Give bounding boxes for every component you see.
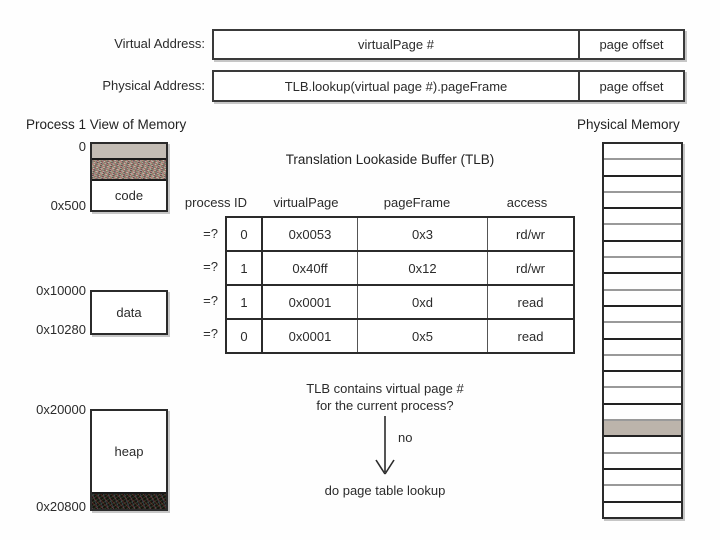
virtual-address-box: virtualPage # page offset bbox=[212, 29, 685, 60]
physical-address-label: Physical Address: bbox=[102, 78, 205, 93]
physical-memory-cell bbox=[604, 144, 681, 159]
tlb-cell-page-frame: 0x3 bbox=[358, 218, 488, 250]
tlb-cell-access: read bbox=[517, 294, 544, 310]
tlb-table-row: 0 0x0001 0x5 read bbox=[227, 318, 573, 352]
code-texture-segment bbox=[92, 158, 166, 181]
physical-memory-cell bbox=[604, 239, 681, 257]
physical-memory-cell bbox=[604, 370, 681, 387]
code-top-address: 0 bbox=[78, 139, 86, 154]
physical-memory-cell bbox=[604, 190, 681, 208]
physical-memory-cell bbox=[604, 223, 681, 240]
physical-memory-cell bbox=[604, 500, 681, 517]
tlb-title: Translation Lookaside Buffer (TLB) bbox=[285, 152, 495, 167]
heap-segment-label: heap bbox=[114, 444, 144, 459]
physical-address-box: TLB.lookup(virtual page #).pageFrame pag… bbox=[212, 70, 685, 102]
code-memory-box: code bbox=[90, 142, 168, 212]
physical-memory-cell bbox=[604, 288, 681, 305]
data-memory-box: data bbox=[90, 290, 168, 335]
tlb-header-virtual-page: virtualPage bbox=[273, 195, 339, 210]
physical-memory-cell bbox=[604, 467, 681, 485]
data-segment-label: data bbox=[116, 305, 142, 320]
down-arrow-icon bbox=[375, 416, 395, 475]
tlb-header-access: access bbox=[506, 195, 548, 210]
tlb-header-process-id: process ID bbox=[184, 195, 248, 210]
flow-action-label: do page table lookup bbox=[324, 483, 446, 498]
tlb-cell-process-id: 1 bbox=[227, 286, 263, 318]
heap-texture-segment bbox=[92, 492, 166, 509]
tlb-cell-virtual-page: 0x0001 bbox=[263, 286, 358, 318]
tlb-table: 0 0x0053 0x3 rd/wr 1 0x40ff 0x12 rd/wr 1… bbox=[225, 216, 575, 354]
tlb-header-page-frame: pageFrame bbox=[383, 195, 451, 210]
physical-memory-cell bbox=[604, 174, 681, 191]
heap-bottom-address: 0x20800 bbox=[36, 499, 86, 514]
physical-memory-cell bbox=[604, 158, 681, 175]
physical-memory-cell bbox=[604, 321, 681, 338]
physical-memory-cell bbox=[604, 451, 681, 468]
code-segment-label: code bbox=[114, 188, 144, 203]
physical-memory-cell bbox=[604, 484, 681, 501]
tlb-cell-page-frame: 0x12 bbox=[358, 252, 488, 284]
tlb-cell-access: read bbox=[517, 328, 544, 344]
tlb-row-marker: =? bbox=[203, 226, 218, 241]
physical-memory-cell bbox=[604, 304, 681, 322]
tlb-cell-process-id: 1 bbox=[227, 252, 263, 284]
virtual-page-field: virtualPage # bbox=[358, 37, 434, 52]
physical-memory-cell bbox=[604, 386, 681, 403]
flow-question-line2: for the current process? bbox=[316, 398, 454, 413]
physical-memory-cell bbox=[604, 435, 681, 452]
physical-memory-cell bbox=[604, 402, 681, 420]
heap-top-address: 0x20000 bbox=[36, 402, 86, 417]
physical-memory-cell bbox=[604, 419, 681, 436]
physical-memory-cell bbox=[604, 353, 681, 371]
tlb-table-row: 1 0x40ff 0x12 rd/wr bbox=[227, 250, 573, 284]
virtual-address-label: Virtual Address: bbox=[114, 36, 205, 51]
tlb-row-marker: =? bbox=[203, 293, 218, 308]
virtual-offset-field: page offset bbox=[578, 31, 683, 58]
process-memory-title: Process 1 View of Memory bbox=[26, 117, 187, 132]
physical-memory-cell bbox=[604, 337, 681, 354]
physical-memory-cell bbox=[604, 207, 681, 224]
tlb-cell-process-id: 0 bbox=[227, 218, 263, 250]
physical-memory-column bbox=[602, 142, 683, 519]
tlb-table-row: 0 0x0053 0x3 rd/wr bbox=[227, 218, 573, 250]
physical-memory-cell bbox=[604, 272, 681, 289]
tlb-cell-virtual-page: 0x40ff bbox=[263, 252, 358, 284]
tlb-table-row: 1 0x0001 0xd read bbox=[227, 284, 573, 318]
heap-memory-box: heap bbox=[90, 409, 168, 511]
flow-edge-label: no bbox=[398, 430, 413, 445]
tlb-cell-process-id: 0 bbox=[227, 320, 263, 352]
tlb-row-marker: =? bbox=[203, 326, 218, 341]
flow-question-line1: TLB contains virtual page # bbox=[306, 381, 464, 396]
tlb-cell-virtual-page: 0x0001 bbox=[263, 320, 358, 352]
tlb-row-marker: =? bbox=[203, 259, 218, 274]
data-bottom-address: 0x10280 bbox=[36, 322, 86, 337]
tlb-cell-virtual-page: 0x0053 bbox=[263, 218, 358, 250]
physical-memory-title: Physical Memory bbox=[577, 117, 680, 132]
tlb-cell-access: rd/wr bbox=[516, 226, 545, 242]
code-bottom-address: 0x500 bbox=[50, 198, 86, 213]
physical-page-field: TLB.lookup(virtual page #).pageFrame bbox=[284, 78, 508, 94]
physical-memory-cell bbox=[604, 256, 681, 273]
physical-offset-field: page offset bbox=[578, 72, 683, 100]
code-gray-segment bbox=[92, 144, 166, 158]
data-top-address: 0x10000 bbox=[36, 283, 86, 298]
tlb-cell-access: rd/wr bbox=[516, 260, 545, 276]
tlb-cell-page-frame: 0xd bbox=[358, 286, 488, 318]
tlb-cell-page-frame: 0x5 bbox=[358, 320, 488, 352]
